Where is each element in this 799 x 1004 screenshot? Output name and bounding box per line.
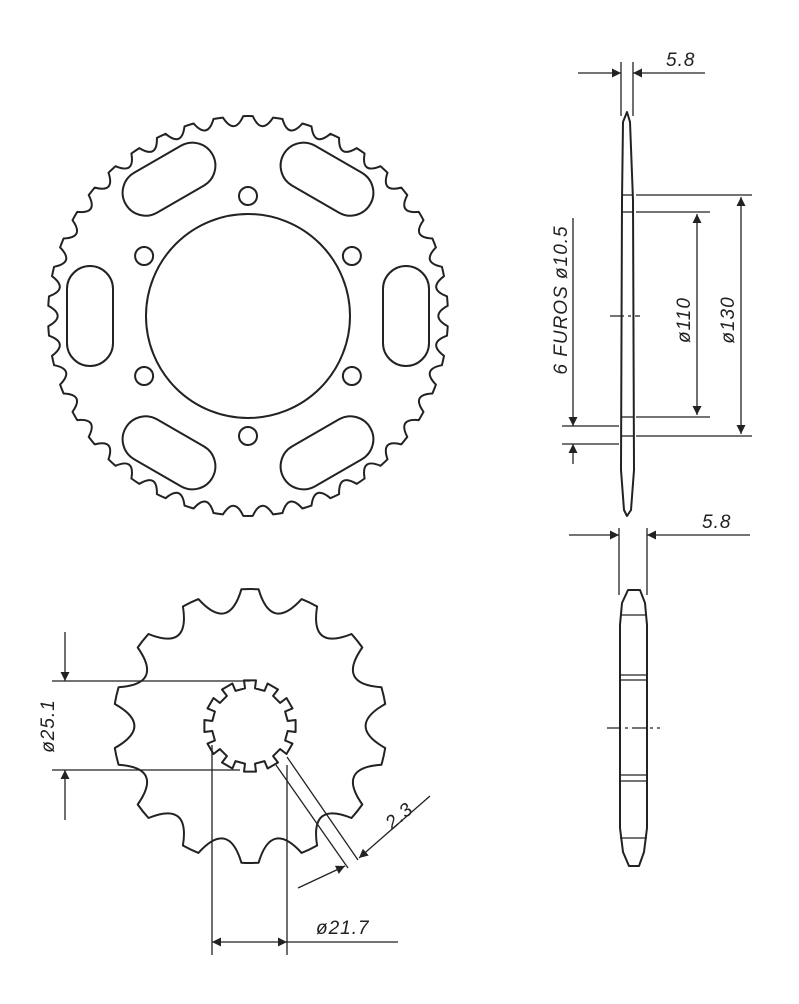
rear-center-bore — [145, 213, 351, 419]
bolt-hole — [238, 186, 258, 206]
rear-lightening-slots — [66, 141, 430, 491]
front-pitch-label: ø25.1 — [38, 699, 59, 753]
front-sprocket-front-view: ø25.1 ø21.7 2.3 — [38, 588, 431, 955]
center-bore-label: ø130 — [718, 296, 739, 343]
lightening-slot — [121, 141, 217, 217]
rear-sprocket-teeth-outline — [47, 115, 449, 517]
spline-width-label: 2.3 — [381, 799, 418, 835]
front-sprocket-side-view: 5.8 — [569, 512, 750, 867]
bolt-hole — [238, 426, 258, 446]
lightening-slot — [279, 415, 375, 491]
bolt-hole — [341, 246, 362, 266]
front-sprocket-teeth-outline — [113, 588, 387, 864]
holes-label: 6 FUROS ø10.5 — [551, 225, 572, 374]
bolt-hole — [341, 366, 362, 386]
lightening-slot — [66, 265, 114, 367]
rear-sprocket-front-view — [47, 115, 449, 517]
bolt-hole — [134, 246, 155, 266]
bolt-circle-label: ø110 — [674, 297, 695, 343]
lightening-slot — [382, 265, 430, 367]
lightening-slot — [121, 415, 217, 491]
bolt-hole — [134, 366, 155, 386]
rear-bolt-holes — [134, 186, 362, 446]
front-spline-bore — [203, 679, 297, 773]
spline-diameter-label: ø21.7 — [316, 918, 370, 939]
lightening-slot — [279, 141, 375, 217]
front-side-profile — [619, 589, 648, 867]
rear-sprocket-side-view: 5.8 ø110 ø130 6 FUROS ø10.5 — [551, 50, 752, 517]
rear-side-profile — [620, 111, 635, 517]
thickness-top-label: 5.8 — [666, 50, 695, 71]
thickness-bottom-label: 5.8 — [702, 512, 731, 533]
